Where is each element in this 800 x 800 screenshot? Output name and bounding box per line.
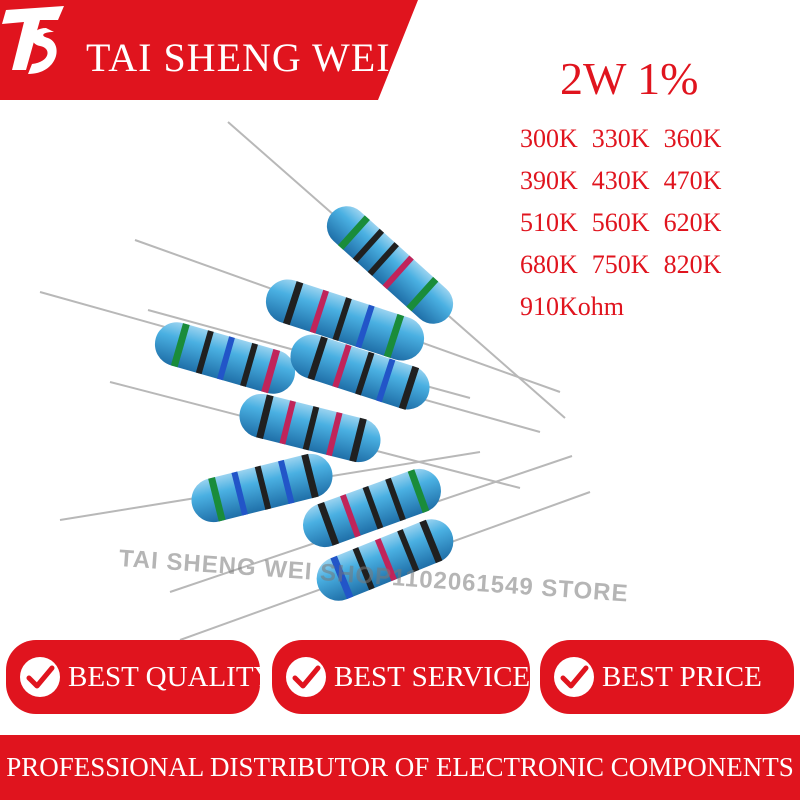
resistor [290,334,430,410]
value-item: 470K [663,166,722,195]
resistance-values: 300K 330K 360K 390K 430K 470K 510K 560K … [520,118,790,328]
value-item: 560K [591,208,650,237]
value-item: 390K [520,166,578,195]
feature-badges: BEST QUALITY BEST SERVICE BEST PRICE [0,640,800,715]
value-item: 430K [591,166,650,195]
resistor [326,206,454,324]
brand-banner: TAI SHENG WEI [0,0,460,118]
resistor [316,519,454,601]
value-row: 680K 750K 820K [520,244,790,286]
value-item: 680K [520,250,578,279]
value-item: 910Kohm [520,292,624,321]
ts-logo-icon [2,6,64,74]
badge-label: BEST PRICE [602,660,762,693]
badge-best-price: BEST PRICE [540,640,794,714]
spec-title: 2W 1% [560,53,699,104]
check-icon [554,657,594,697]
value-row: 510K 560K 620K [520,202,790,244]
resistor [303,468,441,548]
value-item: 620K [663,208,722,237]
value-row: 390K 430K 470K [520,160,790,202]
resistor [239,393,381,463]
footer-text: PROFESSIONAL DISTRIBUTOR OF ELECTRONIC C… [6,752,794,782]
footer-banner: PROFESSIONAL DISTRIBUTOR OF ELECTRONIC C… [0,735,800,800]
check-icon [20,657,60,697]
value-item: 750K [591,250,650,279]
badge-label: BEST QUALITY [68,660,275,693]
badge-label: BEST SERVICE [334,660,531,693]
check-icon [286,657,326,697]
resistor [191,453,333,523]
resistor [265,279,425,361]
value-item: 510K [520,208,578,237]
brand-name: TAI SHENG WEI [86,35,391,80]
value-item: 360K [663,124,722,153]
value-row: 300K 330K 360K [520,118,790,160]
badge-best-quality: BEST QUALITY [6,640,274,714]
value-item: 820K [663,250,722,279]
badge-best-service: BEST SERVICE [272,640,530,714]
value-row: 910Kohm [520,286,790,328]
brand-banner-shape [0,0,418,100]
value-item: 300K [520,124,578,153]
value-item: 330K [591,124,650,153]
resistor [154,322,296,394]
